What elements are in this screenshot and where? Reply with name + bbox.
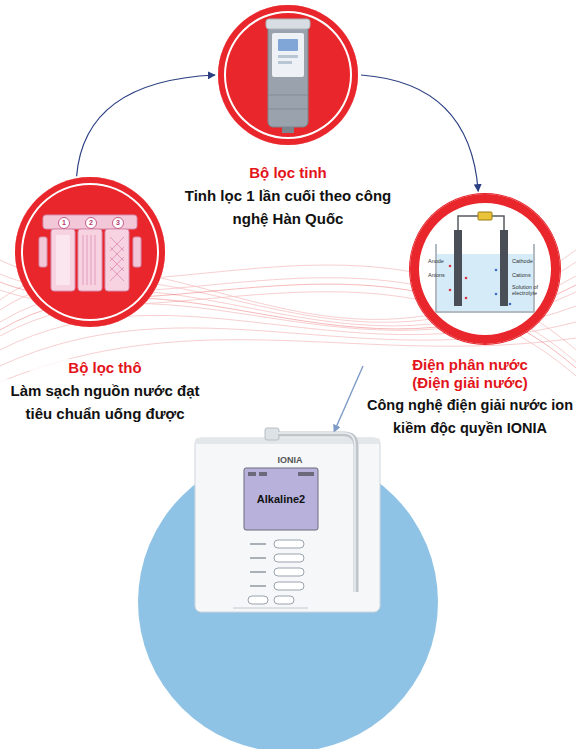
electrolysis-circle: AnodeAnions CathodeCationsSolution of ele…: [366, 194, 574, 440]
heading-text: Điện phân nước (Điện giải nước): [395, 356, 545, 392]
circle-shape: 1 2 3: [15, 177, 165, 327]
heading-text: Bộ lọc thô: [30, 359, 180, 377]
flow-arrow: [361, 75, 478, 191]
body-text: Công nghệ điện giải nước ion kiềm độc qu…: [366, 394, 574, 440]
coarse-filter-circle: 1 2 3 Bộ lọc thôLàm sạch nguồn nước đạt tiê…: [0, 177, 210, 425]
electrode-label: Anode: [428, 258, 452, 264]
callout-number: 3: [112, 217, 124, 229]
machine-circle: IONIA Alkaline2: [138, 452, 438, 749]
solution-label: Solution of electrolyte: [512, 284, 540, 296]
screen-text: Alkaline2: [244, 493, 318, 505]
circle-shape: AnodeAnions CathodeCationsSolution of ele…: [410, 194, 560, 344]
fine-filter-illustration: [218, 5, 358, 145]
heading-text: Bộ lọc tinh: [213, 164, 363, 182]
callout-number: 1: [58, 217, 70, 229]
ion-label: Cations: [512, 272, 540, 278]
electrode-label: Cathode: [512, 258, 540, 264]
coarse-filter-illustration: [15, 177, 165, 327]
fine-filter-circle: Bộ lọc tinhTinh lọc 1 lần cuối theo công…: [180, 5, 396, 230]
body-text: Tinh lọc 1 lần cuối theo công nghệ Hàn Q…: [180, 184, 396, 230]
brand-text: IONIA: [260, 455, 320, 465]
ion-label: Anions: [428, 272, 452, 278]
callout-number: 2: [85, 217, 97, 229]
electrolysis-illustration: [410, 194, 560, 344]
body-text: Làm sạch nguồn nước đạt tiêu chuẩn uống …: [0, 379, 210, 425]
circle-shape: [218, 5, 358, 145]
flow-arrow: [77, 75, 215, 176]
flow-arrow: [334, 366, 363, 432]
